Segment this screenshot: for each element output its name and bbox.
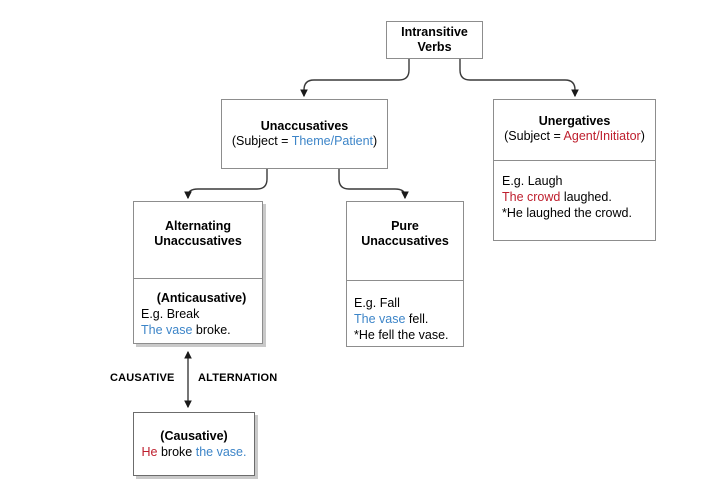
pure-examples: E.g. Fall The vase fell. *He fell the va… [347,281,463,343]
unaccusatives-subject-role: (Subject = Theme/Patient) [232,134,377,148]
unergatives-subject-prefix: (Subject = [504,129,564,143]
alternating-subject-vase: The vase [141,323,193,337]
alternating-type-label: (Anticausative) [156,291,247,305]
alternating-title-line-2: Unaccusatives [154,234,242,248]
alternating-predicate: broke. [192,323,231,337]
pure-divider [347,280,463,281]
causative-content: (Causative) He broke the vase. [134,428,254,460]
pure-example-lead: E.g. Fall [354,296,400,310]
causative-agent-he: He [141,445,158,459]
unergatives-predicate: laughed. [560,190,612,204]
unaccusatives-subject-suffix: ) [373,134,378,148]
node-unergatives[interactable]: Unergatives (Subject = Agent/Initiator) … [493,99,656,241]
unergatives-role-agent-initiator: Agent/Initiator [563,129,641,143]
edge-root-to-unaccusatives [300,59,410,98]
pure-grammatical-example: The vase fell. [354,311,463,327]
pure-title-line-2: Unaccusatives [361,234,449,248]
pure-predicate: fell. [405,312,429,326]
edge-unaccusatives-to-pure [338,169,409,200]
alternating-divider [134,278,262,279]
node-alternating-unaccusatives[interactable]: Alternating Unaccusatives (Anticausative… [133,201,263,344]
alternating-example-lead: E.g. Break [141,307,200,321]
unergatives-examples: E.g. Laugh The crowd laughed. *He laughe… [494,161,655,221]
node-intransitive-verbs-title: Intransitive Verbs [401,25,468,55]
pure-subject-vase: The vase [354,312,406,326]
unergatives-subject-suffix: ) [640,129,645,143]
alternating-title-line-1: Alternating [165,219,231,233]
unergatives-divider [494,160,655,161]
causative-period: . [242,445,247,459]
unergatives-subject-role: (Subject = Agent/Initiator) [504,129,645,143]
node-unaccusatives[interactable]: Unaccusatives (Subject = Theme/Patient) [221,99,388,169]
causative-example: He broke the vase. [134,444,254,460]
label-causative: CAUSATIVE [110,372,175,384]
unergatives-ungrammatical-example: *He laughed the crowd. [502,206,632,220]
unergatives-label: Unergatives [538,114,611,128]
node-unaccusatives-title: Unaccusatives (Subject = Theme/Patient) [232,119,377,149]
root-line-1: Intransitive [401,25,468,39]
unaccusatives-role-theme-patient: Theme/Patient [291,134,373,148]
edge-root-to-unergatives [459,59,579,98]
root-line-2: Verbs [417,40,452,54]
edge-unaccusatives-to-alternating [184,169,268,200]
pure-title-line-1: Pure [391,219,419,233]
node-alternating-unaccusatives-title: Alternating Unaccusatives [134,202,262,249]
node-intransitive-verbs[interactable]: Intransitive Verbs [386,21,483,59]
causative-theme-vase: the vase [195,445,243,459]
label-alternation: ALTERNATION [198,372,278,384]
pure-ungrammatical-example: *He fell the vase. [354,328,449,342]
unergatives-subject-crowd: The crowd [502,190,561,204]
node-unergatives-title: Unergatives (Subject = Agent/Initiator) [494,100,655,144]
causative-verb: broke [157,445,196,459]
unaccusatives-label: Unaccusatives [260,119,349,133]
causative-type-label: (Causative) [160,429,228,443]
node-pure-unaccusatives[interactable]: Pure Unaccusatives E.g. Fall The vase fe… [346,201,464,347]
alternating-grammatical-example: The vase broke. [141,322,262,338]
node-causative[interactable]: (Causative) He broke the vase. [133,412,255,476]
unergatives-grammatical-example: The crowd laughed. [502,189,655,205]
unaccusatives-subject-prefix: (Subject = [231,134,292,148]
node-pure-unaccusatives-title: Pure Unaccusatives [347,202,463,249]
alternating-examples: (Anticausative) E.g. Break The vase brok… [134,279,262,338]
unergatives-example-lead: E.g. Laugh [502,174,563,188]
